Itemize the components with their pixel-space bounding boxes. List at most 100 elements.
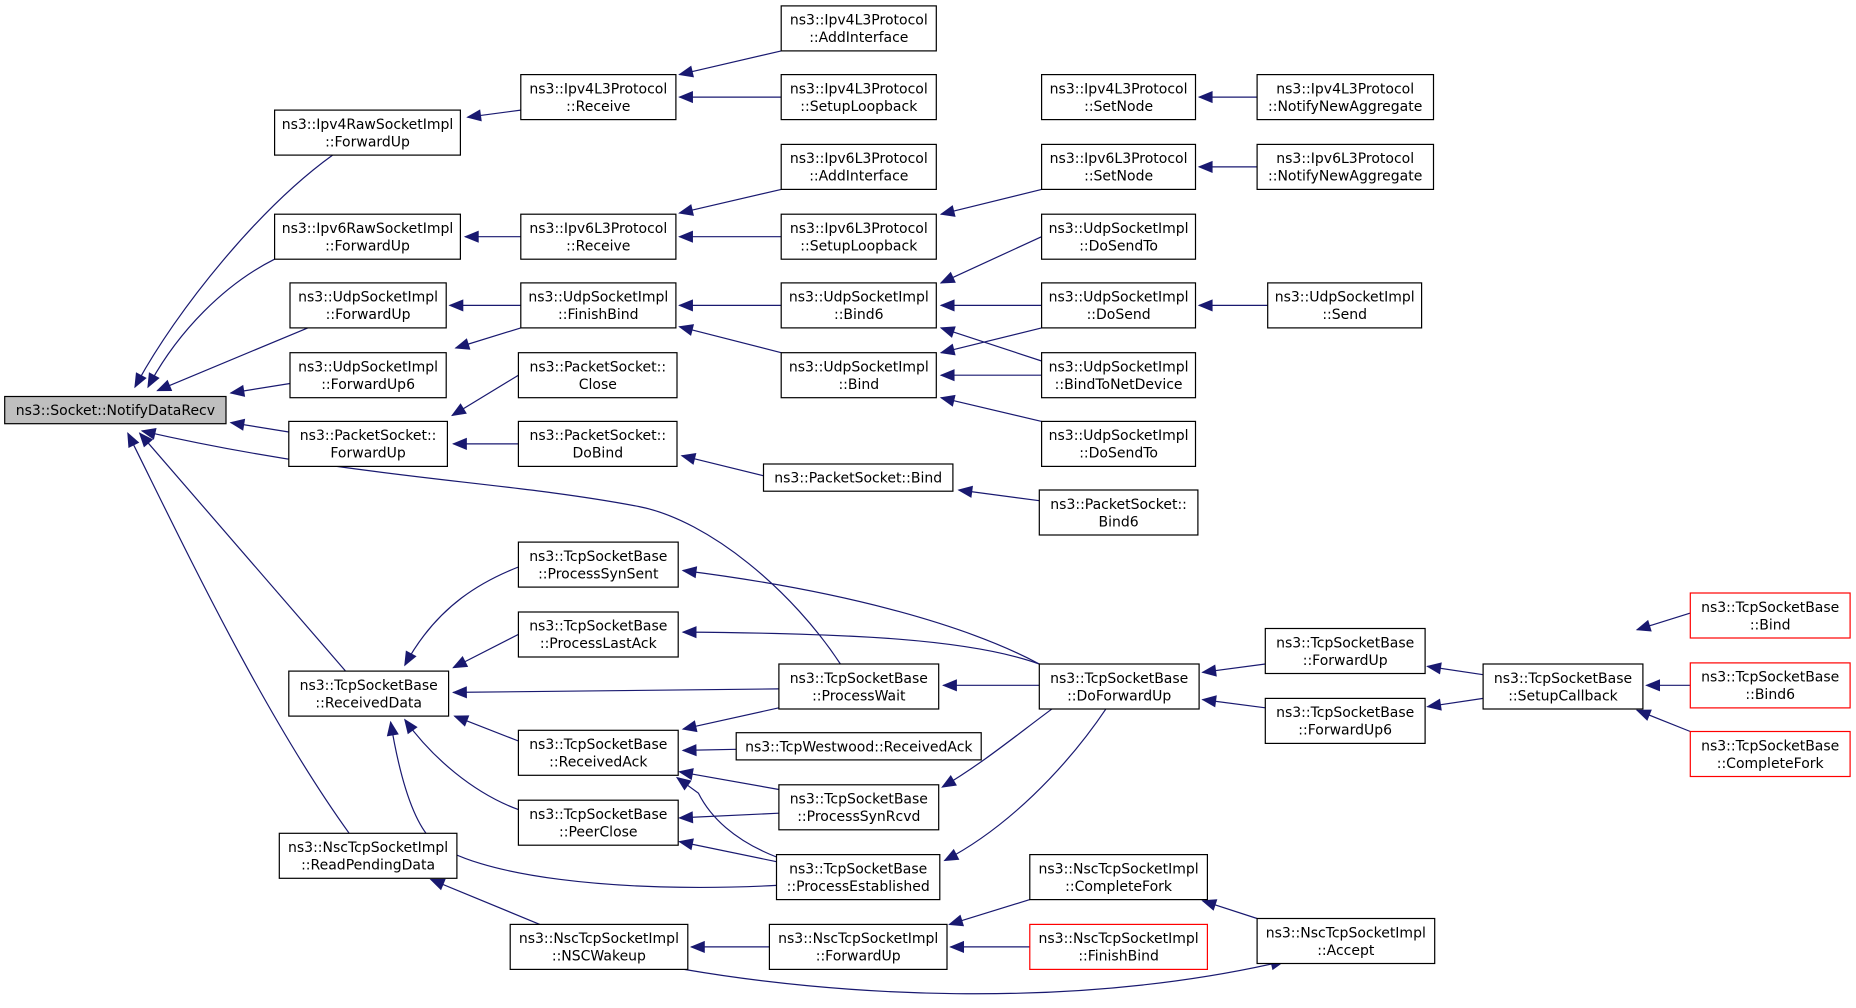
- graph-node-udpsend[interactable]: ns3::UdpSocketImpl::Send: [1267, 282, 1423, 329]
- node-label: ::Bind6: [1745, 687, 1795, 703]
- graph-node-pktbind6[interactable]: ns3::PacketSocket::Bind6: [1038, 489, 1199, 536]
- graph-node-synsent[interactable]: ns3::TcpSocketBase::ProcessSynSent: [517, 541, 679, 588]
- call-edge: [679, 812, 779, 819]
- edge-arrowhead: [943, 848, 960, 862]
- graph-node-tcpfwdup6[interactable]: ns3::TcpSocketBase::ForwardUp6: [1264, 697, 1426, 745]
- graph-node-doforwardup[interactable]: ns3::TcpSocketBase::DoForwardUp: [1038, 663, 1200, 710]
- graph-node-pktclose[interactable]: ns3::PacketSocket::Close: [517, 352, 678, 399]
- graph-node-ipv6notify[interactable]: ns3::Ipv6L3Protocol::NotifyNewAggregate: [1256, 143, 1435, 190]
- node-box: [1040, 73, 1197, 121]
- node-label: ns3::Ipv6L3Protocol: [1276, 151, 1414, 167]
- call-edge: [404, 566, 519, 666]
- graph-node-pktfwd[interactable]: ns3::PacketSocket::ForwardUp: [288, 420, 448, 467]
- graph-node-ipv4setnode[interactable]: ns3::Ipv4L3Protocol::SetNode: [1040, 73, 1197, 121]
- node-box: [778, 663, 940, 710]
- graph-node-ipv6recv[interactable]: ns3::Ipv6L3Protocol::Receive: [520, 213, 677, 260]
- call-edge: [679, 326, 782, 354]
- node-label: ns3::Ipv4L3Protocol: [790, 13, 928, 29]
- graph-node-udpdosend[interactable]: ns3::UdpSocketImpl::DoSend: [1040, 282, 1197, 329]
- node-label: ::AddInterface: [809, 30, 908, 46]
- graph-node-westwood[interactable]: ns3::TcpWestwood::ReceivedAck: [735, 732, 982, 761]
- node-label: ::Accept: [1317, 943, 1375, 959]
- node-label: ::CompleteFork: [1065, 879, 1173, 895]
- graph-node-tcpcompfork[interactable]: ns3::TcpSocketBase::CompleteFork: [1689, 730, 1851, 778]
- graph-node-ipv4recv[interactable]: ns3::Ipv4L3Protocol::Receive: [520, 73, 677, 121]
- node-label: ns3::TcpSocketBase: [529, 807, 667, 823]
- edge-arrowhead: [386, 720, 399, 737]
- edge-arrowhead: [147, 372, 160, 389]
- edge-arrowhead: [453, 715, 470, 727]
- graph-node-recvack[interactable]: ns3::TcpSocketBase::ReceivedAck: [517, 729, 679, 776]
- edge-arrowhead: [1197, 90, 1213, 104]
- node-label: ns3::UdpSocketImpl: [789, 360, 929, 376]
- graph-node-nscfinishbind[interactable]: ns3::NscTcpSocketImpl::FinishBind: [1029, 923, 1209, 971]
- graph-node-peerclose[interactable]: ns3::TcpSocketBase::PeerClose: [517, 799, 679, 846]
- graph-node-udpbindnet[interactable]: ns3::UdpSocketImpl::BindToNetDevice: [1040, 352, 1197, 399]
- graph-node-ipv6loop[interactable]: ns3::Ipv6L3Protocol::SetupLoopback: [780, 213, 937, 260]
- node-box: [509, 923, 689, 971]
- graph-node-procwait[interactable]: ns3::TcpSocketBase::ProcessWait: [778, 663, 940, 710]
- call-edge: [682, 707, 780, 730]
- call-edge: [949, 899, 1030, 925]
- graph-node-udpbind[interactable]: ns3::UdpSocketImpl::Bind: [780, 352, 937, 399]
- graph-node-ipv4notify[interactable]: ns3::Ipv4L3Protocol::NotifyNewAggregate: [1256, 73, 1435, 121]
- node-label: ::ReadPendingData: [301, 858, 435, 874]
- graph-node-udpfinish[interactable]: ns3::UdpSocketImpl::FinishBind: [520, 282, 677, 329]
- node-label: ns3::TcpSocketBase: [529, 619, 667, 635]
- node-box: [762, 463, 954, 492]
- graph-node-udpfwd6[interactable]: ns3::UdpSocketImpl::ForwardUp6: [289, 352, 447, 399]
- call-edge: [679, 50, 782, 76]
- node-label: ns3::UdpSocketImpl: [1049, 221, 1189, 237]
- graph-node-tcpbind[interactable]: ns3::TcpSocketBase::Bind: [1689, 592, 1851, 639]
- graph-node-ipv4addif[interactable]: ns3::Ipv4L3Protocol::AddInterface: [780, 5, 937, 52]
- graph-node-pktbind[interactable]: ns3::PacketSocket::Bind: [762, 463, 954, 492]
- call-edge: [676, 777, 777, 858]
- node-box: [278, 832, 458, 879]
- node-label: ns3::Ipv4RawSocketImpl: [282, 117, 454, 133]
- node-label: Bind6: [1099, 514, 1139, 530]
- edge-arrowhead: [448, 299, 464, 312]
- graph-node-udpdosendto1[interactable]: ns3::UdpSocketImpl::DoSendTo: [1040, 213, 1197, 260]
- node-box: [289, 282, 447, 329]
- node-label: ::SetNode: [1084, 169, 1153, 185]
- graph-node-ipv6raw[interactable]: ns3::Ipv6RawSocketImpl::ForwardUp: [274, 213, 462, 260]
- graph-node-tcprecv[interactable]: ns3::TcpSocketBase::ReceivedData: [288, 670, 450, 717]
- node-label: ::FinishBind: [558, 307, 639, 323]
- graph-node-pktdobind[interactable]: ns3::PacketSocket::DoBind: [517, 420, 678, 467]
- graph-node-synrcvd[interactable]: ns3::TcpSocketBase::ProcessSynRcvd: [778, 784, 940, 831]
- node-label: ns3::PacketSocket::Bind: [774, 471, 942, 487]
- node-label: ::ProcessEstablished: [787, 879, 930, 895]
- graph-node-udpfwd[interactable]: ns3::UdpSocketImpl::ForwardUp: [289, 282, 447, 329]
- node-label: ns3::TcpWestwood::ReceivedAck: [745, 739, 973, 755]
- graph-node-setupcb[interactable]: ns3::TcpSocketBase::SetupCallback: [1482, 663, 1644, 710]
- graph-node-ipv6setnode[interactable]: ns3::Ipv6L3Protocol::SetNode: [1040, 143, 1197, 190]
- node-label: ns3::PacketSocket::: [529, 428, 666, 444]
- graph-node-nscaccept[interactable]: ns3::NscTcpSocketImpl::Accept: [1256, 917, 1436, 965]
- graph-node-nscread[interactable]: ns3::NscTcpSocketImpl::ReadPendingData: [278, 832, 458, 879]
- node-label: ns3::Ipv4L3Protocol: [1276, 81, 1414, 97]
- graph-node-tcpbind6[interactable]: ns3::TcpSocketBase::Bind6: [1689, 662, 1851, 709]
- node-box: [1029, 923, 1209, 971]
- call-edge: [682, 631, 1040, 665]
- node-box: [1038, 663, 1200, 710]
- node-label: ns3::Socket::NotifyDataRecv: [16, 403, 215, 419]
- edge-arrowhead: [949, 940, 965, 954]
- graph-node-ipv6addif[interactable]: ns3::Ipv6L3Protocol::AddInterface: [780, 143, 937, 190]
- graph-node-ipv4raw[interactable]: ns3::Ipv4RawSocketImpl::ForwardUp: [274, 109, 462, 156]
- edge-arrowhead: [678, 204, 694, 216]
- node-label: ns3::TcpSocketBase: [1276, 705, 1414, 721]
- node-label: ns3::NscTcpSocketImpl: [1266, 925, 1426, 941]
- graph-node-lastack[interactable]: ns3::TcpSocketBase::ProcessLastAck: [517, 611, 679, 658]
- graph-node-nscfwd[interactable]: ns3::NscTcpSocketImpl::ForwardUp: [768, 923, 948, 971]
- graph-node-ipv4loop[interactable]: ns3::Ipv4L3Protocol::SetupLoopback: [780, 73, 937, 121]
- graph-node-udpdosendto2[interactable]: ns3::UdpSocketImpl::DoSendTo: [1040, 420, 1197, 467]
- graph-node-nscwake[interactable]: ns3::NscTcpSocketImpl::NSCWakeup: [509, 923, 689, 971]
- graph-node-established[interactable]: ns3::TcpSocketBase::ProcessEstablished: [775, 853, 941, 901]
- node-box: [1040, 352, 1197, 399]
- graph-node-tcpfwdup[interactable]: ns3::TcpSocketBase::ForwardUp: [1264, 627, 1426, 675]
- graph-node-root[interactable]: ns3::Socket::NotifyDataRecv: [4, 395, 227, 425]
- graph-node-nsccompfork[interactable]: ns3::NscTcpSocketImpl::CompleteFork: [1029, 853, 1209, 901]
- edge-arrowhead: [678, 768, 694, 781]
- graph-node-udpbind6[interactable]: ns3::UdpSocketImpl::Bind6: [780, 282, 937, 329]
